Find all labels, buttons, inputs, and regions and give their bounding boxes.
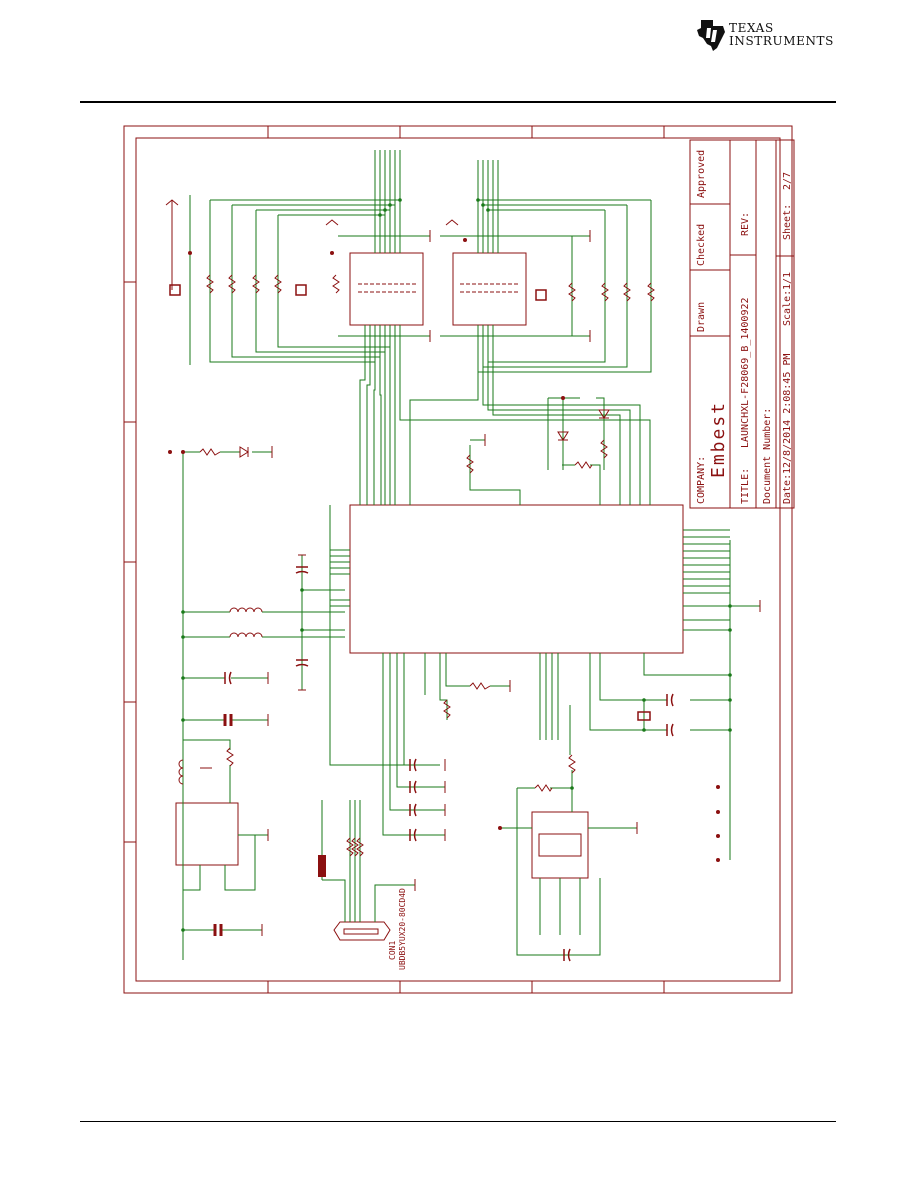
- buffer-ic-right: [452, 252, 527, 326]
- ti-logo: TEXAS INSTRUMENTS: [695, 18, 840, 58]
- checked-label: Checked: [696, 224, 707, 266]
- date-label: Date:: [782, 474, 793, 504]
- logo-line-instruments: INSTRUMENTS: [729, 34, 834, 48]
- approved-label: Approved: [696, 150, 707, 198]
- title-block: [689, 139, 795, 509]
- inductors: [178, 607, 263, 785]
- ti-state-icon: [697, 20, 725, 51]
- wires: [182, 150, 760, 960]
- document-number-label: Document Number:: [762, 408, 773, 504]
- jtag-ic: [531, 811, 589, 879]
- drawn-label: Drawn: [696, 302, 707, 332]
- usb-connector: [333, 921, 391, 941]
- ground-symbols: [165, 199, 761, 936]
- scale-value: 1/1: [782, 272, 793, 290]
- leds: [239, 409, 610, 458]
- drawing-frame: [123, 125, 793, 994]
- header-rule: [80, 101, 836, 103]
- fuse: [318, 855, 326, 877]
- buffer-ic-left: [349, 252, 424, 326]
- sheet-value: 2/7: [782, 172, 793, 190]
- title-label: TITLE:: [740, 468, 751, 504]
- wire-junctions: [181, 198, 732, 932]
- resistors: [199, 274, 655, 857]
- sheet-label: Sheet:: [782, 204, 793, 240]
- rev-label: REV:: [740, 212, 751, 236]
- mcu-ic: [349, 504, 684, 654]
- company-label: COMPANY:: [696, 456, 707, 504]
- company-name: Embest: [708, 401, 729, 478]
- connector-ref: CON1: [388, 941, 397, 960]
- logo-line-texas: TEXAS: [729, 21, 774, 35]
- title-value: LAUNCHXL-F28069_B_1400922: [740, 297, 751, 448]
- junction-dots: [168, 238, 720, 862]
- scale-label: Scale:: [782, 290, 793, 326]
- regulator-ic: [175, 802, 239, 866]
- footer-rule: [80, 1121, 836, 1122]
- date-value: 12/8/2014 2:08:45 PM: [782, 354, 793, 474]
- capacitors: [169, 284, 674, 962]
- connector-part: UBDB5YUX20-80CD4D: [398, 888, 407, 970]
